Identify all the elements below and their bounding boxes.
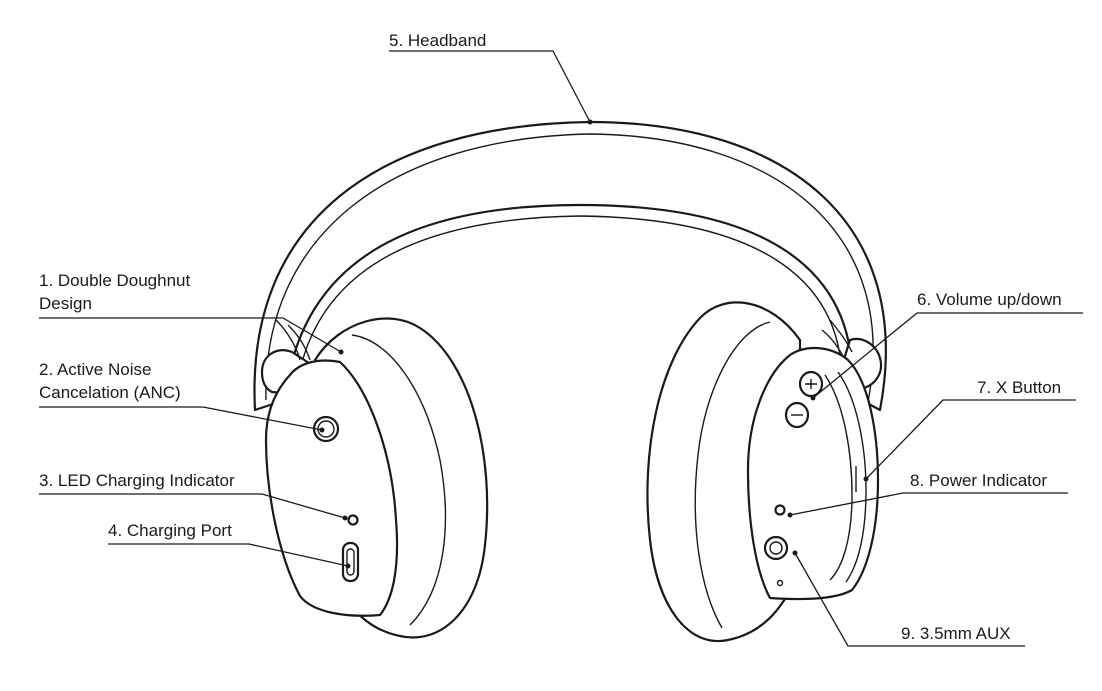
anc-label-line2: Cancelation (ANC) [39, 383, 181, 402]
callout-power-indicator: 8. Power Indicator [787, 471, 1068, 518]
callout-volume: 6. Volume up/down [810, 290, 1083, 401]
led-charging-label: 3. LED Charging Indicator [39, 471, 235, 490]
aux-label: 9. 3.5mm AUX [901, 624, 1011, 643]
right-ear-cup [646, 301, 880, 643]
headband-label: 5. Headband [389, 31, 486, 50]
double-doughnut-label-line1: 1. Double Doughnut [39, 271, 191, 290]
power-indicator-shape [774, 504, 786, 516]
callout-double-doughnut: 1. Double Doughnut Design [39, 271, 344, 355]
power-indicator-label: 8. Power Indicator [910, 471, 1047, 490]
callout-headband: 5. Headband [389, 31, 593, 125]
aux-jack-shape [763, 535, 789, 561]
anc-label-line1: 2. Active Noise [39, 360, 151, 379]
volume-label: 6. Volume up/down [917, 290, 1062, 309]
callout-x-button: 7. X Button [863, 378, 1076, 482]
headphones-illustration [253, 120, 887, 643]
callout-charging-port: 4. Charging Port [108, 521, 351, 569]
callout-anc: 2. Active Noise Cancelation (ANC) [39, 360, 325, 433]
x-button-label: 7. X Button [977, 378, 1061, 397]
led-charging-indicator [347, 514, 359, 526]
callout-aux: 9. 3.5mm AUX [792, 550, 1025, 647]
charging-port-label: 4. Charging Port [108, 521, 232, 540]
headband-shape [253, 120, 887, 412]
callout-led-charging: 3. LED Charging Indicator [39, 471, 348, 521]
left-ear-cup [264, 317, 489, 639]
double-doughnut-label-line2: Design [39, 294, 92, 313]
